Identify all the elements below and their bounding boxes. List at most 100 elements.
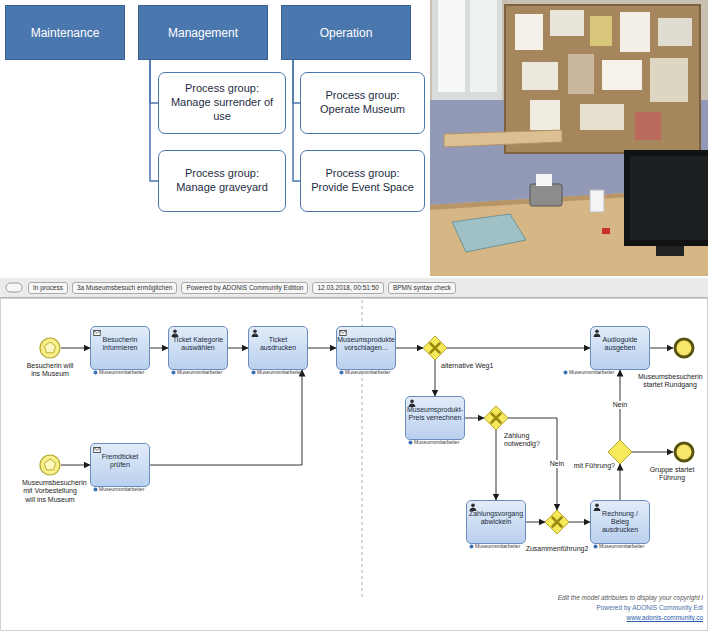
task-box: Museumsprodukte vorschlagen...Museumsmit… <box>336 326 396 370</box>
sequence-flow <box>569 522 590 523</box>
gateway-label: mit Führung? <box>565 462 615 470</box>
sequence-flow <box>496 430 497 500</box>
toolbar-tab: BPMN syntax check <box>388 282 456 294</box>
task-box: Besucherin informierenMuseumsmitarbeiter <box>90 326 150 370</box>
category-name: Maintenance <box>31 26 100 40</box>
performer-icon <box>469 544 474 549</box>
performer-label: Museumsmitarbeiter <box>345 370 390 375</box>
performer-label: Museumsmitarbeiter <box>599 544 644 549</box>
task-name: Museumsprodukt-Preis verrechnen <box>407 406 463 422</box>
sequence-flow <box>150 348 168 349</box>
performer-label: Museumsmitarbeiter <box>414 440 459 445</box>
gateway-diamond: Zahlung notwendig? <box>484 406 508 430</box>
window-pane <box>438 0 465 92</box>
performer-label: Museumsmitarbeiter <box>475 544 520 549</box>
paper <box>515 14 543 50</box>
hierarchy-line <box>293 60 300 103</box>
performer-icon <box>563 370 568 375</box>
window-frame <box>432 0 502 100</box>
gateway-diamond: Zusammenführung2 <box>545 510 569 534</box>
performer-label: Museumsmitarbeiter <box>569 370 614 375</box>
diamond-outline <box>545 510 569 534</box>
sequence-flow <box>447 348 590 349</box>
paper <box>568 54 594 94</box>
calculator-tape <box>536 174 552 186</box>
sequence-flow <box>308 348 336 349</box>
paper <box>620 12 650 52</box>
performer-icon <box>93 370 98 375</box>
monitor-screen <box>630 156 708 240</box>
toolbar-tab: Powered by ADONIS Community Edition <box>181 282 308 294</box>
red-item <box>602 228 610 234</box>
category-name: Operation <box>320 26 373 40</box>
flow-label: Nein <box>549 460 565 468</box>
task-box: Fremdticket prüfenMuseumsmitarbeiter <box>90 443 150 487</box>
sequence-flow <box>61 465 90 466</box>
event-label: Museumsbesucherin startet Rundgang <box>638 373 702 390</box>
user-task-icon <box>593 329 601 337</box>
canvas-frame <box>1 299 708 631</box>
user-task-icon <box>408 399 416 407</box>
sequence-flow <box>61 348 90 349</box>
task-box: Museumsprodukt-Preis verrechnenMuseumsmi… <box>405 396 465 440</box>
process-group-name: Process group: Provide Event Space <box>306 167 419 195</box>
process-group-box: Process group: Manage graveyard <box>158 150 286 212</box>
box <box>590 190 604 212</box>
shelf <box>444 130 562 147</box>
performer-icon <box>408 440 413 445</box>
paper <box>650 58 688 102</box>
gateway-label: alternative Weg1 <box>441 362 511 370</box>
process-group-name: Process group: Manage graveyard <box>164 167 280 195</box>
sequence-flow <box>228 348 248 349</box>
task-name: Zahlungsvorgang abwickeln <box>469 510 523 526</box>
task-type-icon <box>93 329 101 337</box>
process-group-box: Process group: Provide Event Space <box>300 150 425 212</box>
hierarchy-line <box>150 60 158 181</box>
circle-outline <box>673 441 695 463</box>
process-group-name: Process group: Operate Museum <box>306 89 419 117</box>
window-pane <box>470 0 497 92</box>
gateway-label: Zusammenführung2 <box>523 545 591 553</box>
toolbar-tab: 12.03.2018, 00:51:50 <box>312 282 383 294</box>
footer-note: www.adonis-community.co <box>627 614 703 622</box>
category-box: Management <box>138 5 268 60</box>
calculator <box>530 184 562 206</box>
user-task-icon <box>593 503 601 511</box>
paper <box>550 10 584 36</box>
task-name: Fremdticket prüfen <box>94 453 146 469</box>
task-name: Besucherin informieren <box>94 336 146 352</box>
sequence-flow <box>650 348 673 349</box>
user-task-icon <box>251 329 259 337</box>
sequence-flow <box>620 464 621 500</box>
office-photo <box>430 0 708 276</box>
task-name: Museumsprodukte vorschlagen... <box>337 336 395 352</box>
performer-icon <box>93 487 98 492</box>
performer-icon <box>339 370 344 375</box>
monitor-stand <box>656 246 684 256</box>
toolbar-tab: 3a Museumsbesuch ermöglichen <box>72 282 177 294</box>
category-box: Maintenance <box>5 5 125 60</box>
footer-note: Edit the model attributes to display you… <box>558 594 703 602</box>
performer-icon <box>251 370 256 375</box>
hierarchy-line <box>293 60 300 181</box>
footer-note: Powered by ADONIS Community Edi <box>596 604 703 612</box>
paper <box>580 104 624 130</box>
performer-label: Museumsmitarbeiter <box>177 370 222 375</box>
performer-label: Museumsmitarbeiter <box>99 370 144 375</box>
paper <box>590 16 612 46</box>
task-name: Rechnung / Beleg ausdrucken <box>594 510 646 534</box>
sequence-flow <box>396 348 423 349</box>
toolbar-border <box>0 297 708 298</box>
circle-outline <box>39 454 61 476</box>
user-task-icon <box>469 503 477 511</box>
gateway-diamond: alternative Weg1 <box>423 336 447 360</box>
paper <box>530 100 560 130</box>
diamond-outline <box>484 406 508 430</box>
category-box: Operation <box>281 5 411 60</box>
task-box: Audioguide ausgebenMuseumsmitarbeiter <box>590 326 650 370</box>
monitor <box>624 150 708 246</box>
diamond-outline <box>423 336 447 360</box>
task-name: Audioguide ausgeben <box>594 336 646 352</box>
task-box: Ticket Kategorie auswählenMuseumsmitarbe… <box>168 326 228 370</box>
